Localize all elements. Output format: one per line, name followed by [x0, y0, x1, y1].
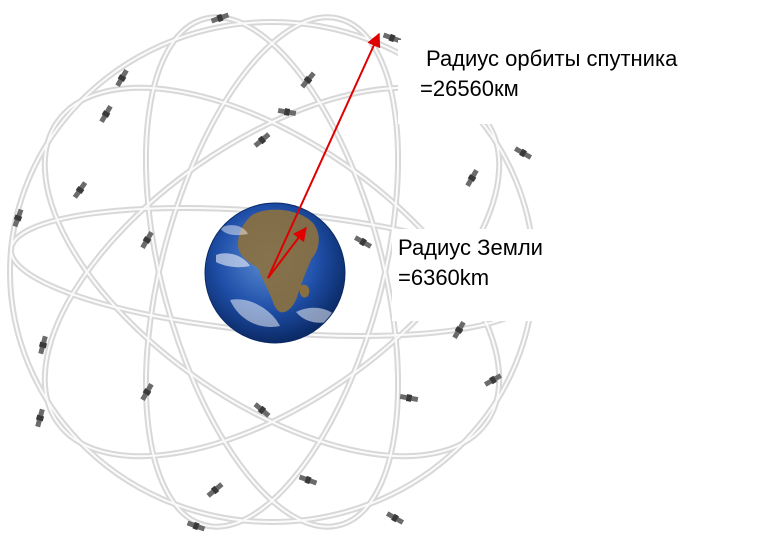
- orbit-radius-label: Радиус орбиты спутника =26560км: [398, 40, 769, 124]
- satellite-icon: [98, 104, 114, 124]
- orbit-radius-arrow: [267, 32, 381, 279]
- earth-radius-label: Радиус Земли =6360km: [392, 229, 543, 321]
- orbit-radius-value: =26560км: [420, 76, 519, 101]
- earth-radius-value: =6360km: [398, 265, 490, 290]
- earth-radius-title: Радиус Земли: [398, 235, 543, 260]
- satellite-icon: [34, 408, 46, 428]
- orbit-radius-title: Радиус орбиты спутника: [426, 46, 678, 71]
- satellite-icon: [513, 145, 533, 161]
- satellite-icon: [385, 510, 405, 526]
- satellite-icon: [298, 473, 318, 487]
- satellite-icon: [399, 392, 419, 404]
- satellite-icon: [252, 131, 272, 149]
- satellite-icon: [210, 11, 230, 25]
- satellite-icon: [353, 234, 373, 250]
- satellite-icon: [71, 180, 89, 200]
- satellite-icon: [205, 481, 225, 499]
- earth-radius-arrow: [267, 226, 307, 279]
- earth-globe-icon: [204, 202, 346, 344]
- satellite-icon: [464, 168, 480, 188]
